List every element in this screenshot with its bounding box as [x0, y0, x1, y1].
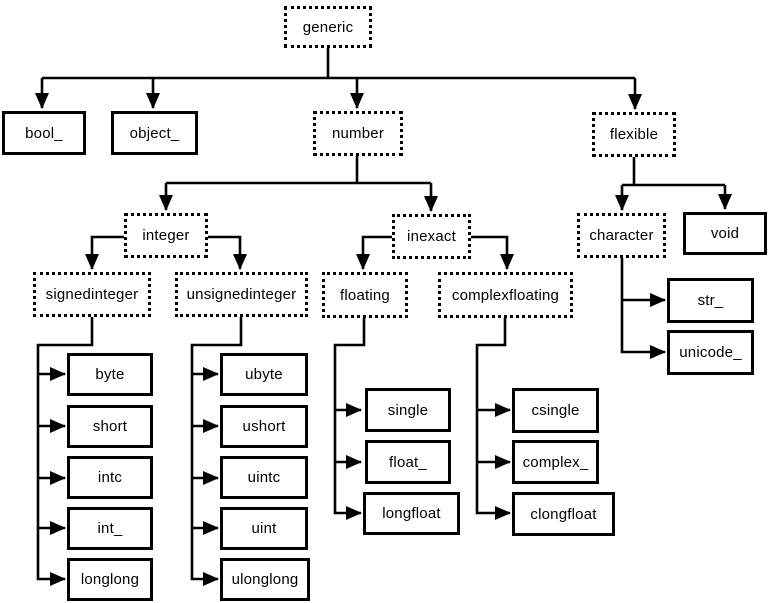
node-inexact: inexact — [392, 214, 471, 259]
node-ulonglong: ulonglong — [220, 558, 310, 601]
node-uint: uint — [220, 507, 308, 550]
node-longfloat: longfloat — [363, 492, 460, 535]
node-unicode: unicode_ — [667, 330, 754, 375]
node-byte: byte — [67, 353, 153, 396]
node-floating: floating — [322, 272, 408, 318]
node-signedinteger: signedinteger — [33, 272, 151, 317]
node-clongfloat: clongfloat — [512, 492, 615, 536]
node-integer: integer — [124, 213, 208, 258]
node-ubyte: ubyte — [220, 353, 308, 396]
node-uintc: uintc — [220, 456, 308, 499]
node-flexible: flexible — [592, 112, 676, 157]
node-short: short — [67, 405, 153, 448]
node-generic: generic — [284, 6, 372, 48]
node-complexfloating: complexfloating — [438, 272, 573, 318]
node-longlong: longlong — [67, 558, 153, 601]
node-intc: intc — [67, 456, 153, 499]
node-int: int_ — [67, 507, 153, 550]
node-object: object_ — [111, 111, 198, 155]
node-bool: bool_ — [2, 111, 86, 155]
node-str: str_ — [667, 278, 754, 323]
node-single: single — [365, 388, 451, 432]
node-number: number — [313, 111, 403, 156]
node-character: character — [577, 213, 666, 258]
node-ushort: ushort — [220, 405, 308, 448]
node-complex: complex_ — [512, 440, 599, 484]
node-float: float_ — [365, 440, 451, 484]
node-unsignedinteger: unsignedinteger — [175, 272, 308, 317]
node-csingle: csingle — [512, 388, 599, 433]
node-void: void — [683, 212, 767, 255]
